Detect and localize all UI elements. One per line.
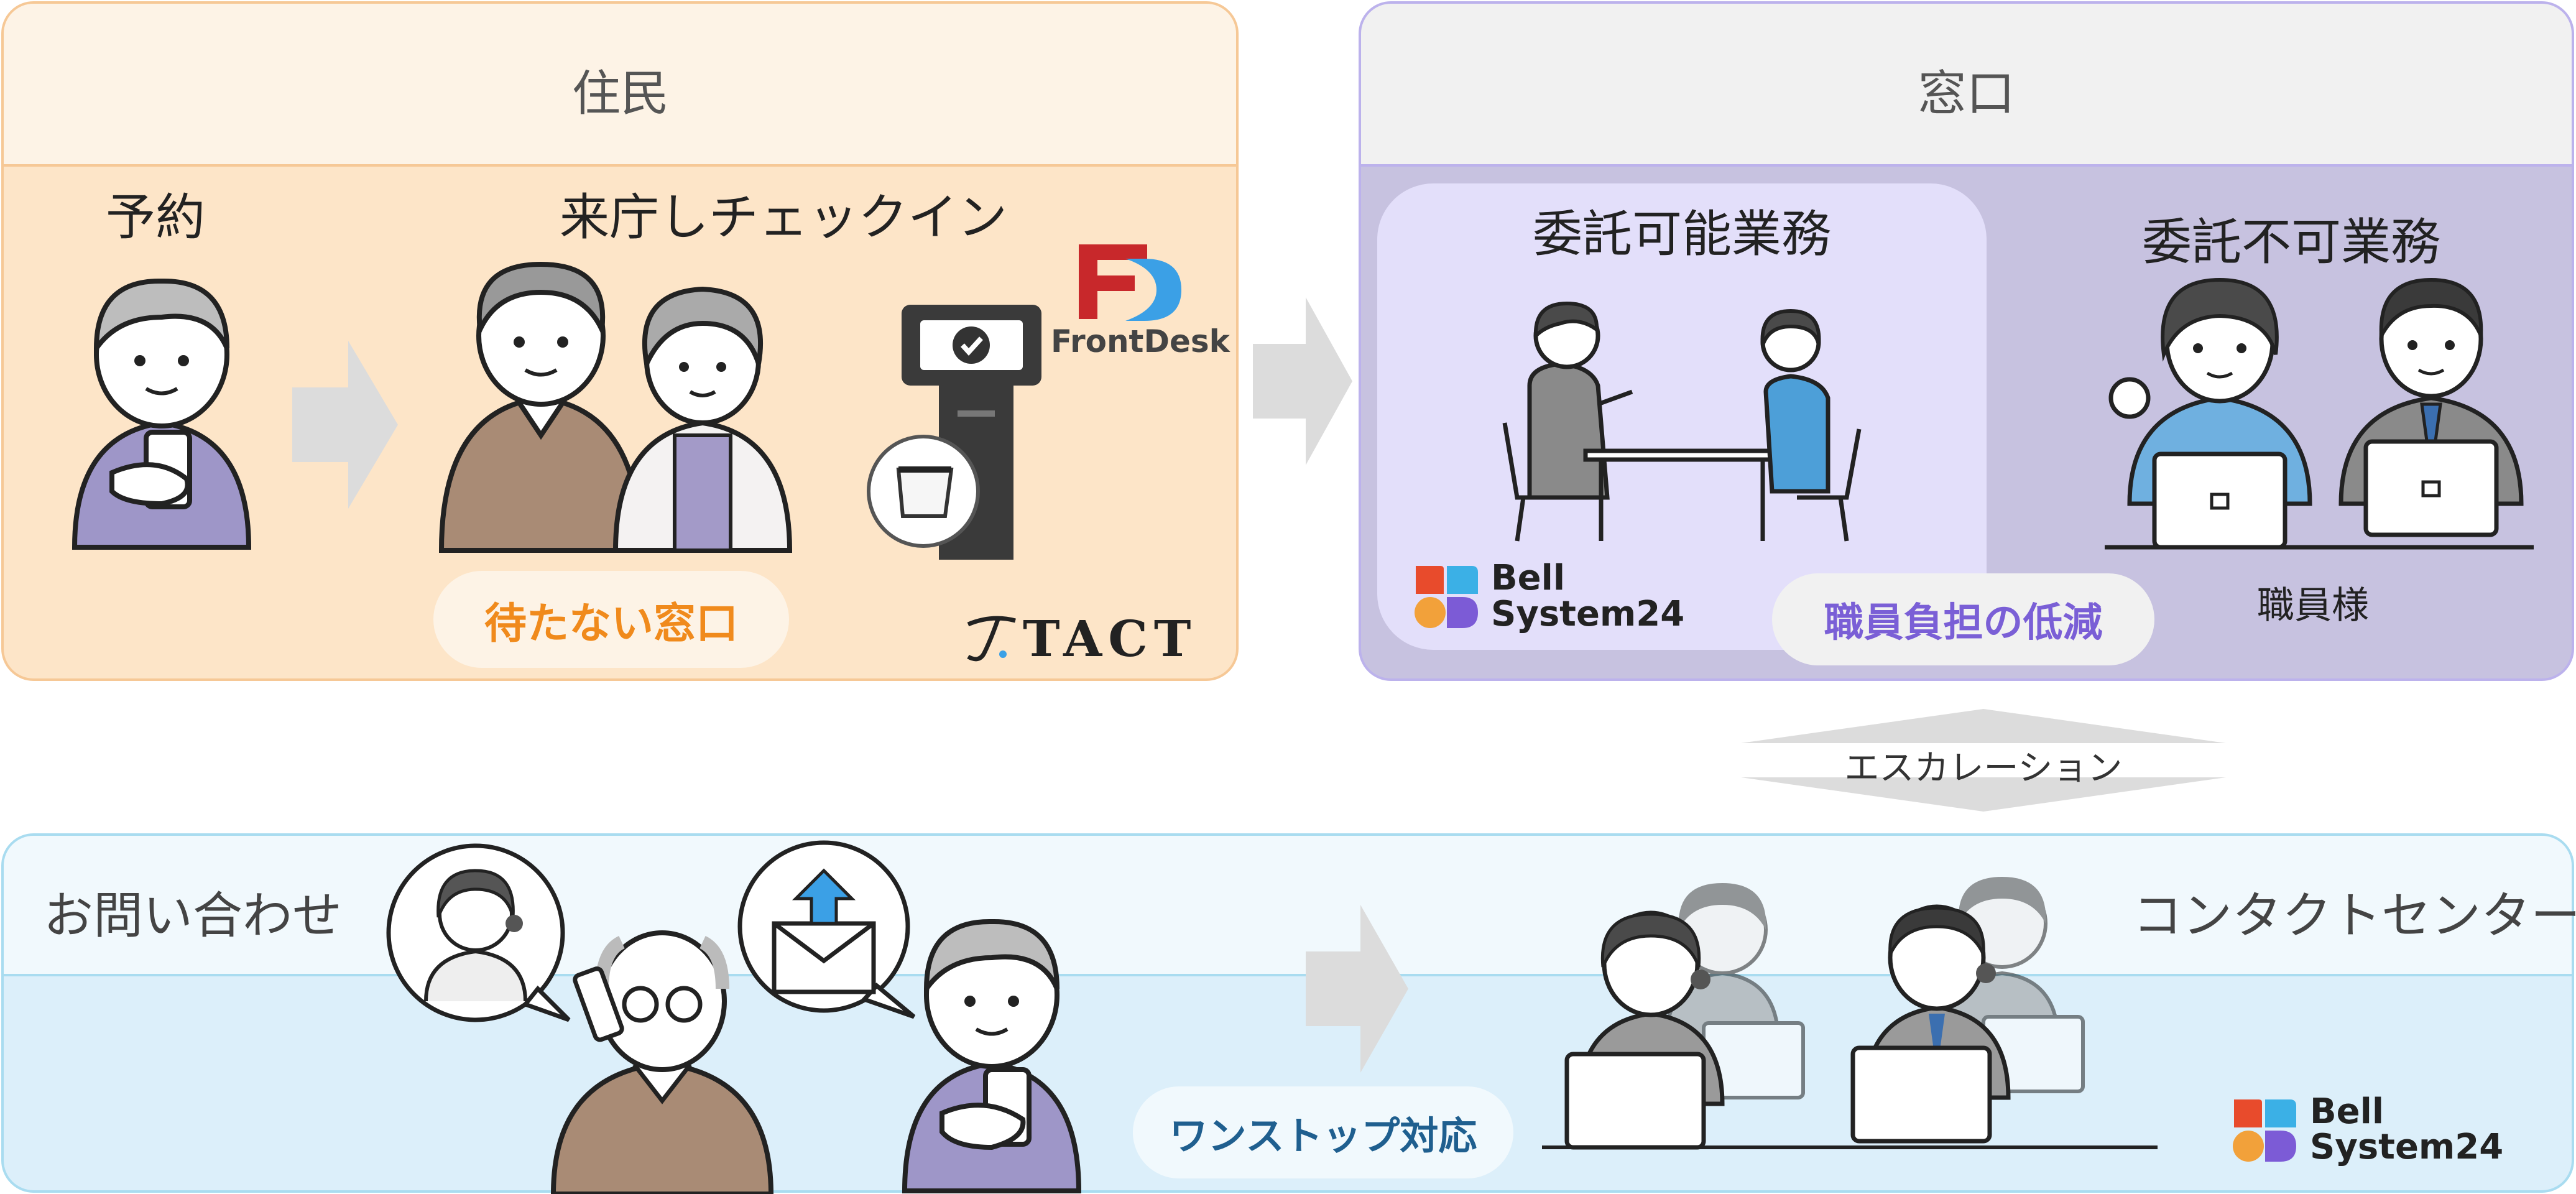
reservation-label: 予約 [106,188,205,246]
bell-system24-logo-line1: Bell [2310,1091,2384,1132]
no-wait-counter-badge: 待たない窓口 [433,571,789,668]
bell-system24-logo-line1: Bell [1491,558,1566,598]
frontdesk-logo-text: FrontDesk [1051,323,1230,359]
inquiry-label: お問い合わせ [44,887,342,945]
contact-center-label: コンタクトセンター [2133,887,2576,945]
residents-header-title: 住民 [571,66,669,122]
bell-system24-logo-icon [2233,1099,2296,1162]
arrow-right-icon [1306,905,1408,1073]
bell-system24-logo-line2: System24 [1491,594,1685,634]
tact-logo-text: TACT [1023,609,1198,668]
nondelegable-work-label: 委託不可業務 [2142,213,2440,271]
staff-burden-reduction-badge: 職員負担の低減 [1772,573,2154,665]
residents-header [4,4,1236,167]
contact-center-operators-illustration [1542,877,2158,1150]
resident-phone-person-illustration [902,919,1082,1193]
delegable-work-area [1377,183,1987,650]
staff-with-laptops-illustration [2105,277,2534,550]
kiosk-terminal-illustration [867,305,1041,560]
phone-operator-bubble-icon [386,843,571,1022]
one-stop-support-badge: ワンストップ対応 [1133,1086,1513,1178]
bell-system24-logo-icon [1415,566,1478,628]
consultation-meeting-illustration [1502,301,1862,542]
checkin-label: 来庁しチェックイン [560,188,1007,246]
elderly-man-phone-illustration [550,930,774,1194]
resident-phone-person-illustration [72,278,252,550]
staff-label: 職員様 [2257,584,2369,627]
elderly-couple-illustration [438,261,793,553]
arrow-right-icon [1253,297,1352,465]
counter-header [1361,4,2572,167]
tact-logo-icon [967,616,1016,662]
mail-upload-bubble-icon [737,840,916,1019]
frontdesk-logo-icon [1079,244,1181,321]
arrow-right-icon [292,341,398,509]
counter-header-title: 窓口 [1918,66,2015,122]
escalation-double-arrow-icon [1741,709,2226,812]
bell-system24-logo-line2: System24 [2310,1127,2504,1167]
delegable-work-label: 委託可能業務 [1533,205,1831,263]
escalation-label: エスカレーション [1844,748,2123,789]
